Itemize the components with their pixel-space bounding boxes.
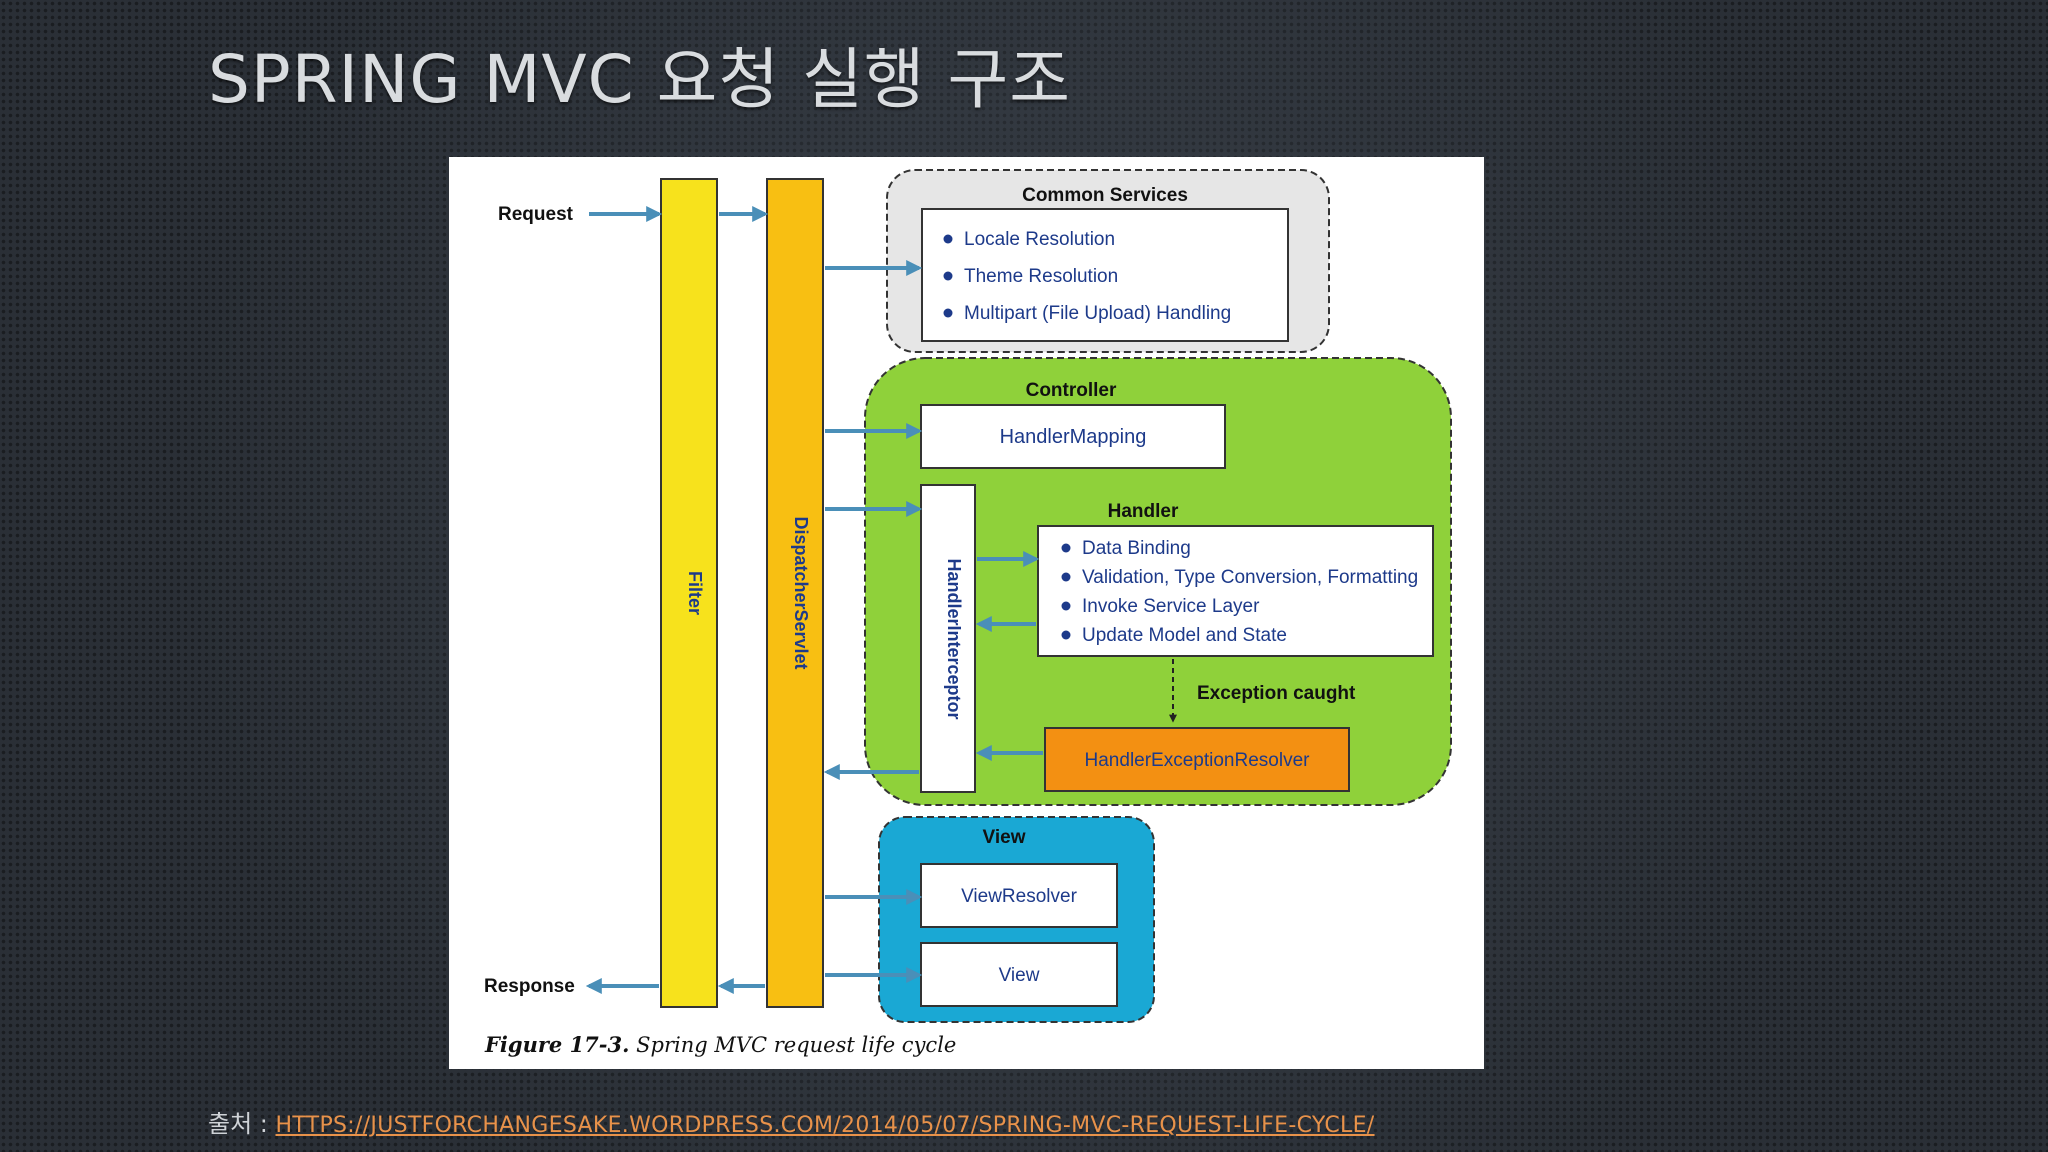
common-service-item: Multipart (File Upload) Handling (964, 303, 1231, 324)
dispatcher-servlet-bar (766, 178, 824, 1008)
request-label: Request (498, 204, 574, 225)
source-citation: 출처 : HTTPS://JUSTFORCHANGESAKE.WORDPRESS… (208, 1104, 1375, 1144)
bullet-icon (1061, 572, 1071, 582)
view-label: View (999, 965, 1040, 986)
bullet-icon (1061, 601, 1071, 611)
figure-caption-text: Spring MVC request life cycle (629, 1033, 956, 1057)
view-group: View ViewResolver View (878, 816, 1155, 1023)
handler-item: Invoke Service Layer (1082, 596, 1260, 617)
handler-mapping-label: HandlerMapping (1000, 426, 1147, 448)
bullet-icon (1061, 543, 1071, 553)
response-label: Response (484, 976, 575, 997)
exception-caught-label: Exception caught (1197, 683, 1356, 704)
handler-item: Data Binding (1082, 538, 1191, 559)
diagram-figure: Common Services Locale Resolution Theme … (449, 157, 1484, 1069)
bullet-icon (943, 308, 953, 318)
bullet-icon (943, 271, 953, 281)
controller-title: Controller (1026, 380, 1117, 401)
view-box (920, 942, 1118, 1007)
slide-title: SPRING MVC 요청 실행 구조 (208, 41, 1071, 118)
handler-exception-resolver-box (1044, 727, 1350, 792)
view-resolver-label: ViewResolver (961, 886, 1077, 907)
filter-bar (660, 178, 718, 1008)
handler-interceptor-label: HandlerInterceptor (944, 558, 964, 719)
figure-caption-number: Figure 17-3. (484, 1032, 629, 1057)
dispatcher-servlet-label: DispatcherServlet (791, 516, 811, 669)
filter-label: Filter (685, 571, 705, 615)
handler-exception-resolver-label: HandlerExceptionResolver (1085, 750, 1311, 771)
handler-box (1037, 525, 1434, 657)
bullet-icon (1061, 630, 1071, 640)
handler-item: Update Model and State (1082, 625, 1287, 646)
source-link[interactable]: HTTPS://JUSTFORCHANGESAKE.WORDPRESS.COM/… (275, 1113, 1375, 1138)
controller-group: Controller HandlerMapping HandlerInterce… (864, 357, 1452, 806)
handler-item: Validation, Type Conversion, Formatting (1082, 567, 1418, 588)
common-services-group: Common Services Locale Resolution Theme … (886, 169, 1330, 353)
flow-arrows (585, 206, 1043, 994)
handler-title: Handler (1108, 501, 1179, 522)
view-title: View (983, 827, 1026, 848)
common-services-title: Common Services (1022, 185, 1188, 206)
source-prefix: 출처 : (208, 1110, 276, 1138)
bullet-icon (943, 234, 953, 244)
view-resolver-box (920, 863, 1118, 928)
common-service-item: Locale Resolution (964, 229, 1115, 250)
handler-interceptor-box (920, 484, 976, 793)
figure-caption: Figure 17-3. Spring MVC request life cyc… (484, 1032, 956, 1057)
common-service-item: Theme Resolution (964, 266, 1118, 287)
